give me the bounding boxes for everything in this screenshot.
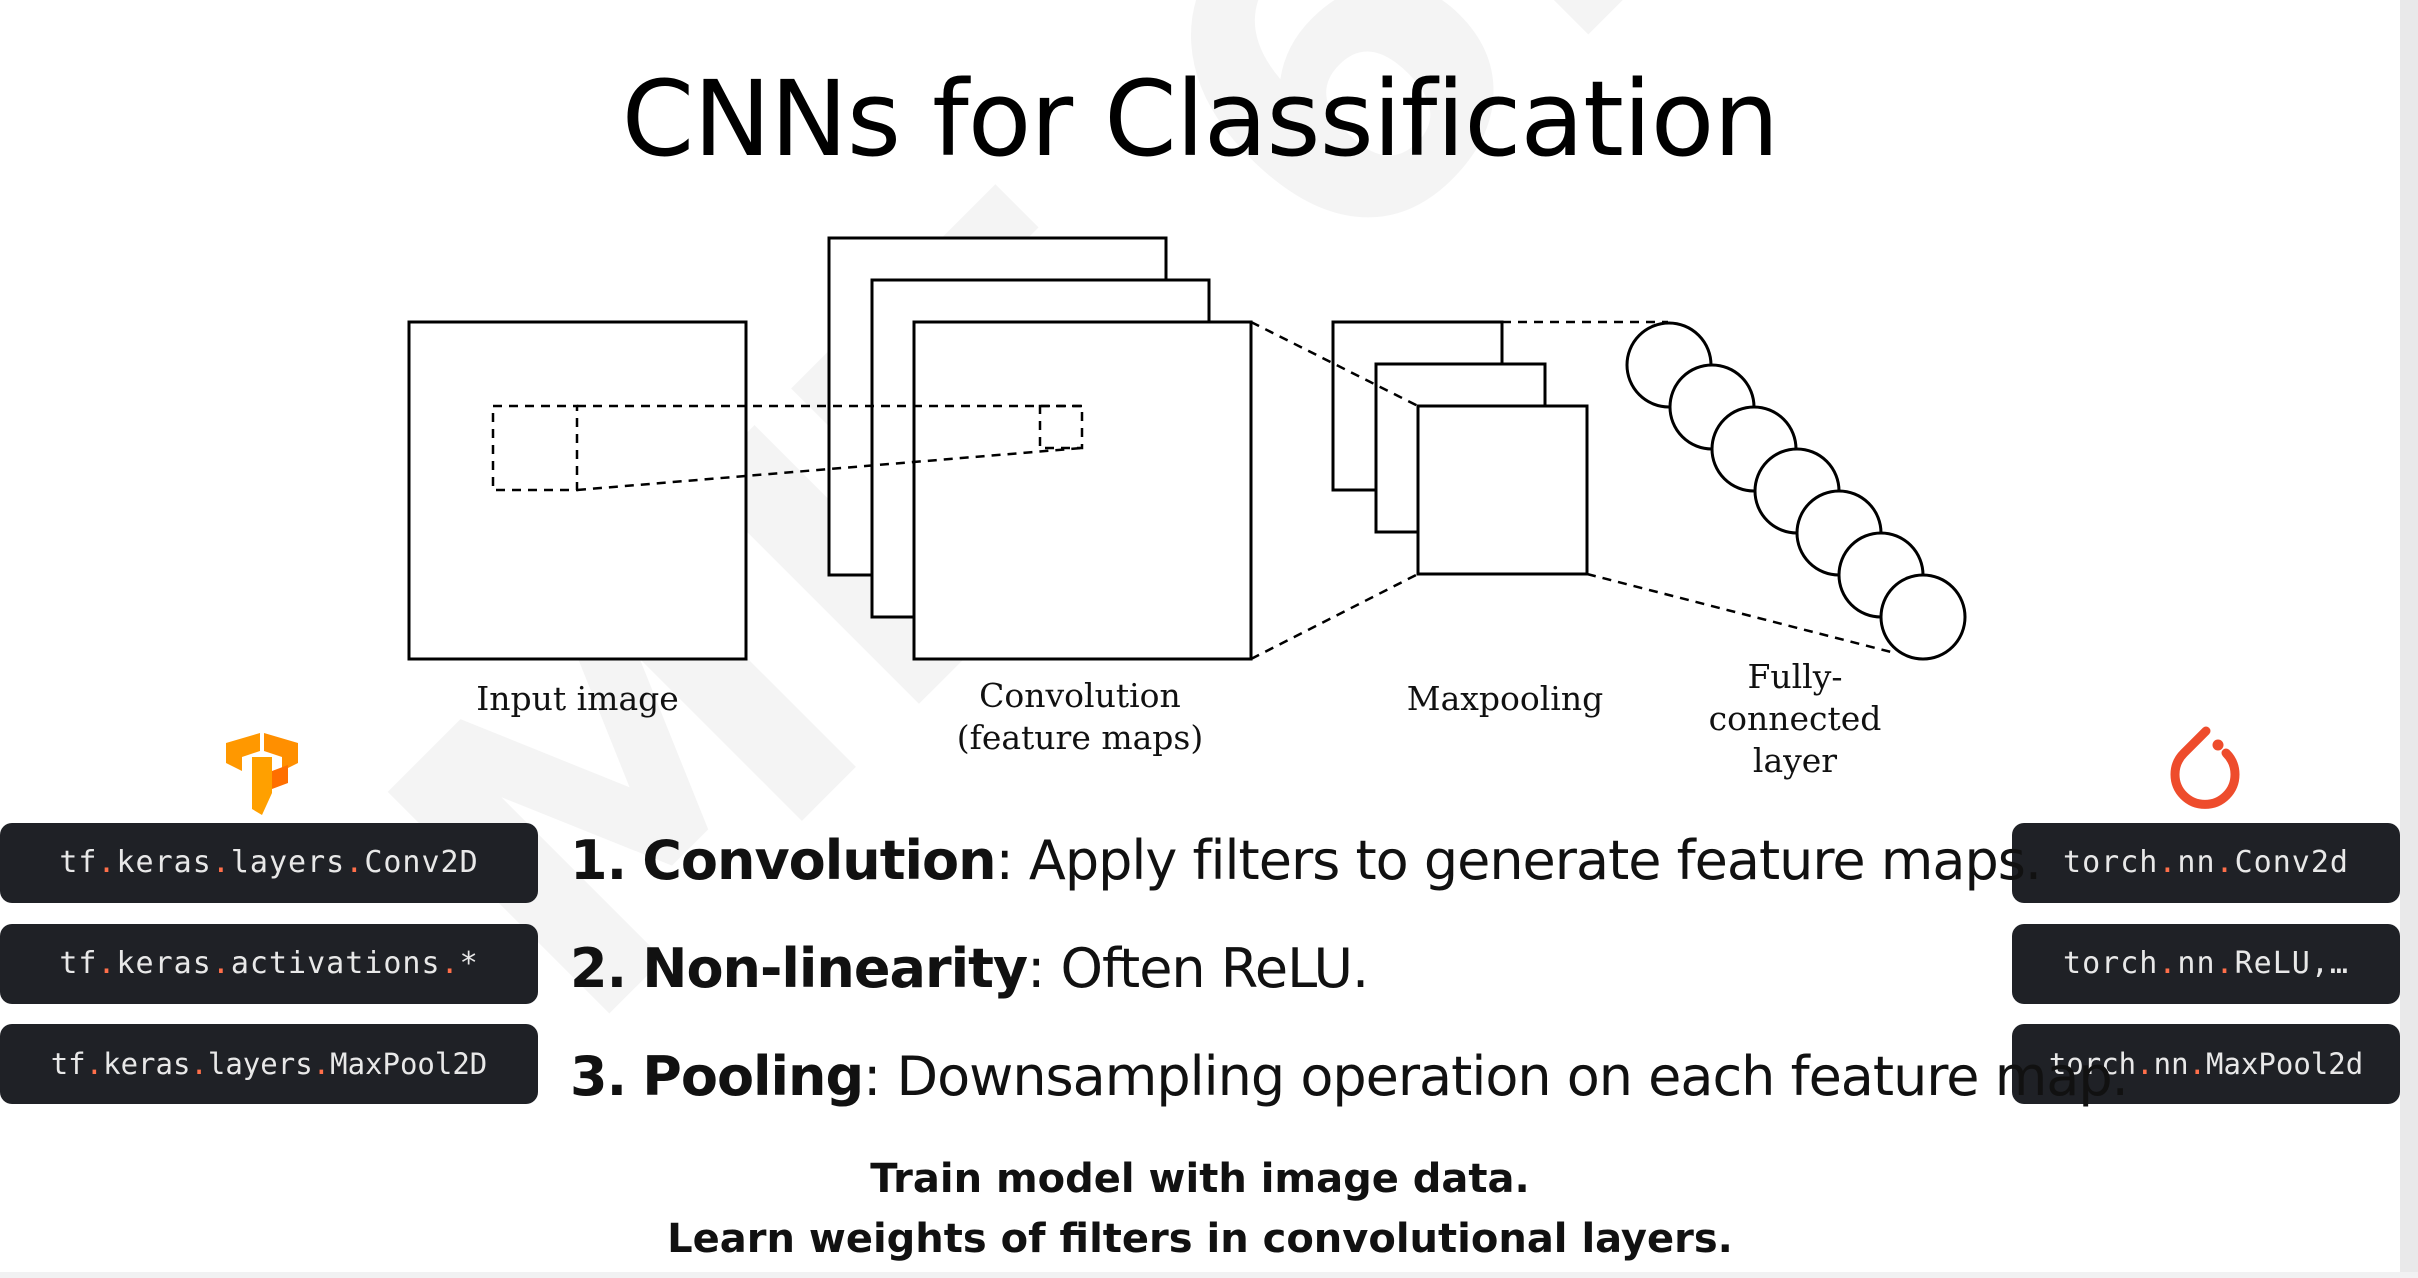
step-number: 1.: [570, 829, 627, 892]
receptive-field-projection-bottom: [576, 446, 1083, 492]
step-number: 2.: [570, 937, 627, 1000]
pooled-map-front: [1416, 404, 1589, 576]
conv-to-pool-projection-bottom: [1250, 572, 1419, 661]
torch-relu-code: torch.nn.ReLU,…: [2012, 924, 2400, 1004]
input-image-label: Input image: [476, 679, 679, 718]
tf-maxpool2d-code: tf.keras.layers.MaxPool2D: [0, 1024, 538, 1104]
tf-activations-code: tf.keras.activations.*: [0, 924, 538, 1004]
tf-conv2d-code: tf.keras.layers.Conv2D: [0, 823, 538, 903]
step-term: Non-linearity: [642, 937, 1028, 1000]
feature-map-front: [912, 320, 1253, 661]
fully-connected-label-line1: Fully-: [1747, 657, 1843, 696]
fc-neuron-7: [1879, 573, 1967, 661]
pool-to-fc-projection-bottom: [1586, 572, 1896, 655]
torch-maxpool2d-code: torch.nn.MaxPool2d: [2012, 1024, 2400, 1104]
step-term: Convolution: [642, 829, 996, 892]
step-pooling: 3. Pooling: Downsampling operation on ea…: [570, 1037, 2129, 1117]
pytorch-logo-icon: [2170, 726, 2240, 809]
convolution-label-line2: (feature maps): [956, 718, 1204, 757]
fully-connected-label: Fully- connected layer: [1680, 656, 1910, 782]
tensorflow-logo-icon: [226, 733, 298, 815]
torch-conv2d-code: torch.nn.Conv2d: [2012, 823, 2400, 903]
step-number: 3.: [570, 1045, 627, 1108]
slide-bottom-edge: [0, 1272, 2418, 1278]
slide-title: CNNs for Classification: [621, 58, 1780, 180]
step-description: : Downsampling operation on each feature…: [863, 1045, 2129, 1108]
convolution-label: Convolution (feature maps): [890, 675, 1270, 759]
step-description: : Apply filters to generate feature maps…: [995, 829, 2042, 892]
convolution-label-line1: Convolution: [979, 676, 1181, 715]
footer-line-2: Learn weights of filters in convolutiona…: [667, 1216, 1733, 1262]
fully-connected-label-line2: connected: [1708, 699, 1882, 738]
slide-right-edge: [2400, 0, 2418, 1278]
footer-line-1: Train model with image data.: [870, 1156, 1530, 1202]
step-term: Pooling: [642, 1045, 864, 1108]
maxpooling-label: Maxpooling: [1406, 679, 1604, 718]
fully-connected-label-line3: layer: [1752, 741, 1838, 780]
step-non-linearity: 2. Non-linearity: Often ReLU.: [570, 929, 1369, 1009]
step-convolution: 1. Convolution: Apply filters to generat…: [570, 821, 2042, 901]
receptive-field-box: [491, 404, 579, 492]
step-description: : Often ReLU.: [1027, 937, 1369, 1000]
